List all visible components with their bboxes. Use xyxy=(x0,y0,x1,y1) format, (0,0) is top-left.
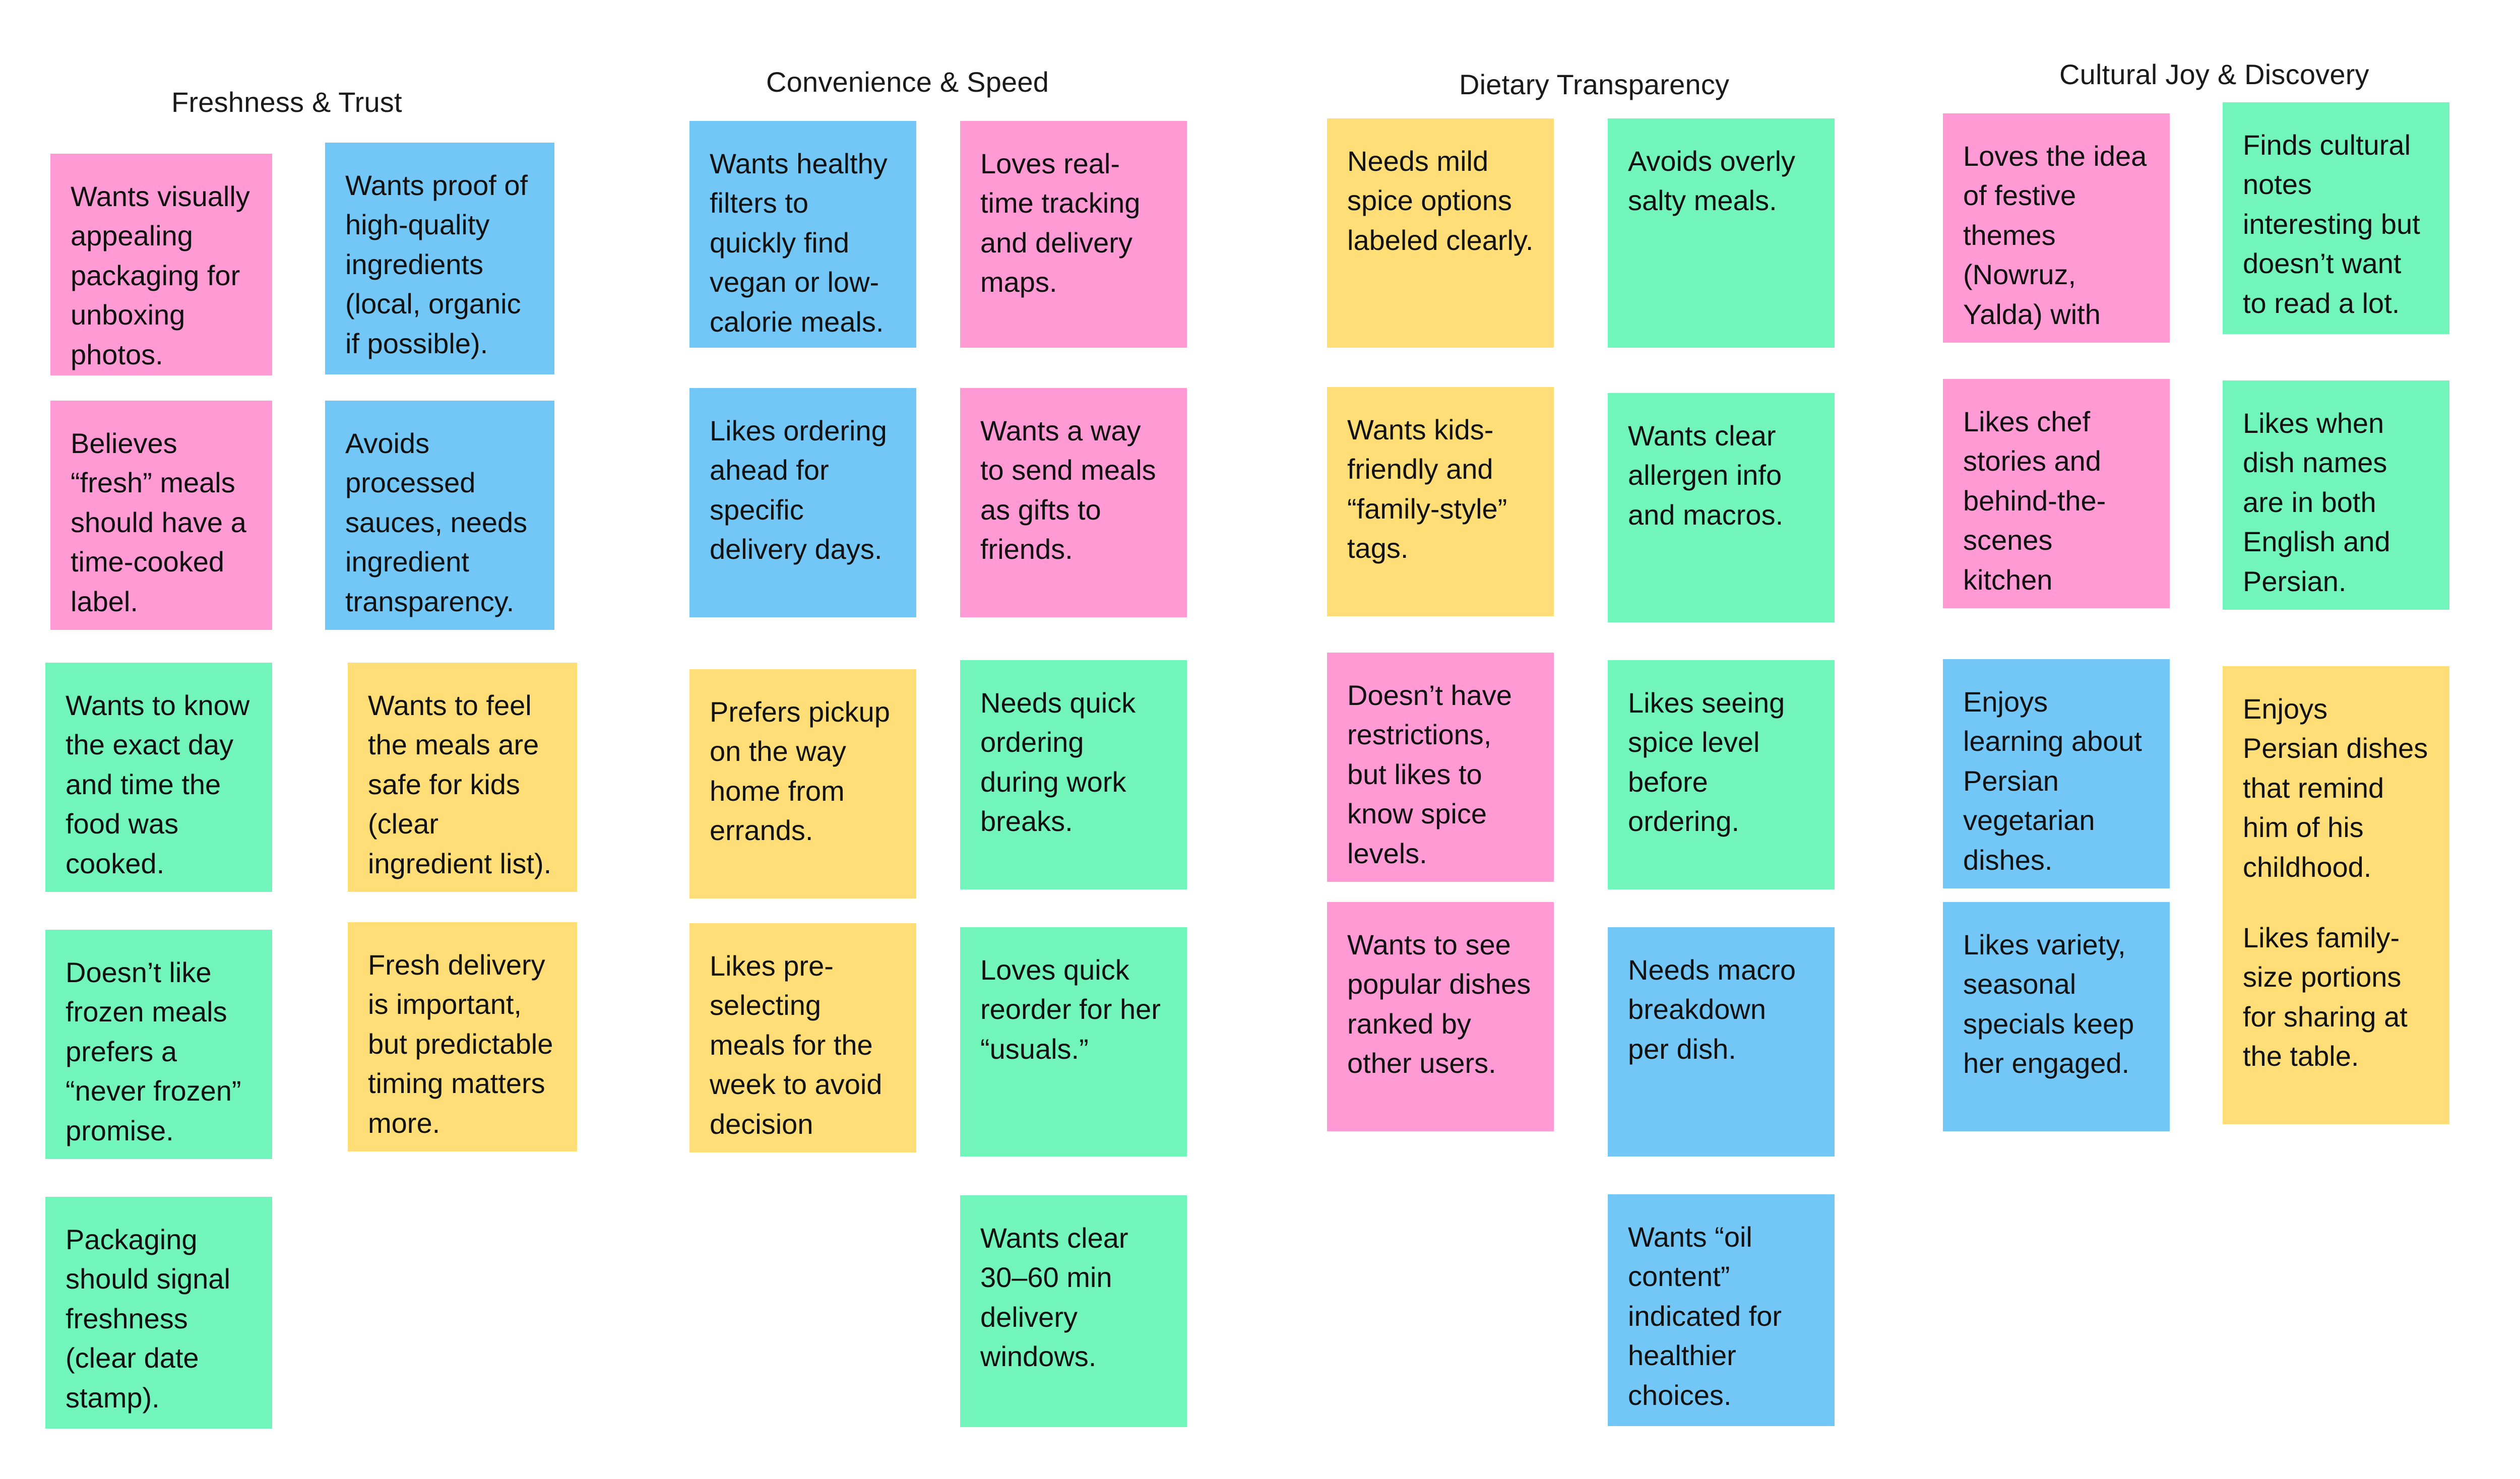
cluster-title-convenience-speed: Convenience & Speed xyxy=(766,66,1049,98)
sticky-note-text: Likes seeing spice level before ordering… xyxy=(1628,687,1793,838)
sticky-note-text: Enjoys Persian dishes that remind him of… xyxy=(2243,693,2436,883)
sticky-note[interactable]: Wants “oil content” indicated for health… xyxy=(1608,1194,1835,1426)
sticky-note-text: Needs quick ordering during work breaks. xyxy=(980,687,1144,838)
cluster-title-freshness-trust: Freshness & Trust xyxy=(171,86,402,118)
sticky-note[interactable]: Packaging should signal freshness (clear… xyxy=(45,1197,272,1429)
sticky-note[interactable]: Wants kids-friendly and “family-style” t… xyxy=(1327,387,1554,616)
sticky-note[interactable]: Likes when dish names are in both Englis… xyxy=(2223,380,2449,610)
sticky-note[interactable]: Finds cultural notes interesting but doe… xyxy=(2223,102,2449,334)
sticky-note[interactable]: Avoids processed sauces, needs ingredien… xyxy=(325,401,554,630)
sticky-note[interactable]: Wants to see popular dishes ranked by ot… xyxy=(1327,902,1554,1131)
sticky-note[interactable]: Likes family-size portions for sharing a… xyxy=(2223,895,2449,1124)
sticky-note-text: Loves quick reorder for her “usuals.” xyxy=(980,954,1169,1065)
sticky-note[interactable]: Needs macro breakdown per dish. xyxy=(1608,927,1835,1156)
sticky-note-text: Wants kids-friendly and “family-style” t… xyxy=(1347,414,1515,564)
sticky-note[interactable]: Likes pre-selecting meals for the week t… xyxy=(689,923,916,1152)
sticky-note-text: Fresh delivery is important, but predict… xyxy=(368,949,561,1139)
sticky-note-text: Packaging should signal freshness (clear… xyxy=(66,1224,238,1413)
sticky-note[interactable]: Loves real-time tracking and delivery ma… xyxy=(960,121,1187,348)
sticky-note-text: Prefers pickup on the way home from erra… xyxy=(710,696,898,847)
sticky-note[interactable]: Wants healthy filters to quickly find ve… xyxy=(689,121,916,348)
cluster-title-cultural-joy-discovery: Cultural Joy & Discovery xyxy=(2059,58,2369,90)
sticky-note[interactable]: Needs quick ordering during work breaks. xyxy=(960,660,1187,889)
sticky-note[interactable]: Loves quick reorder for her “usuals.” xyxy=(960,927,1187,1156)
sticky-note-text: Likes ordering ahead for specific delive… xyxy=(710,415,895,565)
sticky-note-text: Believes “fresh” meals should have a tim… xyxy=(71,427,255,617)
sticky-note-text: Needs macro breakdown per dish. xyxy=(1628,954,1804,1065)
sticky-note-text: Wants to know the exact day and time the… xyxy=(66,689,258,879)
sticky-note-text: Loves the idea of festive themes (Nowruz… xyxy=(1963,140,2147,343)
sticky-note[interactable]: Likes chef stories and behind-the-scenes… xyxy=(1943,379,2170,608)
sticky-note-text: Wants visually appealing packaging for u… xyxy=(71,180,258,370)
sticky-note-text: Likes chef stories and behind-the-scenes… xyxy=(1963,406,2106,608)
sticky-note-text: Finds cultural notes interesting but doe… xyxy=(2243,129,2428,319)
sticky-note[interactable]: Wants clear allergen info and macros. xyxy=(1608,393,1835,622)
sticky-note-text: Avoids processed sauces, needs ingredien… xyxy=(345,427,535,617)
sticky-note-text: Wants to see popular dishes ranked by ot… xyxy=(1347,929,1539,1079)
sticky-note[interactable]: Fresh delivery is important, but predict… xyxy=(348,922,577,1151)
sticky-note[interactable]: Believes “fresh” meals should have a tim… xyxy=(50,401,272,630)
sticky-note-text: Wants “oil content” indicated for health… xyxy=(1628,1221,1790,1411)
sticky-note[interactable]: Wants a way to send meals as gifts to fr… xyxy=(960,388,1187,617)
sticky-note[interactable]: Wants proof of high-quality ingredients … xyxy=(325,143,554,374)
sticky-note[interactable]: Likes ordering ahead for specific delive… xyxy=(689,388,916,617)
sticky-note-text: Doesn’t like frozen meals prefers a “nev… xyxy=(66,956,249,1146)
sticky-note-text: Wants healthy filters to quickly find ve… xyxy=(710,148,896,338)
sticky-note[interactable]: Wants to know the exact day and time the… xyxy=(45,663,272,892)
sticky-note[interactable]: Wants visually appealing packaging for u… xyxy=(50,154,272,375)
sticky-note[interactable]: Wants clear 30–60 min delivery windows. xyxy=(960,1195,1187,1427)
sticky-note-text: Loves real-time tracking and delivery ma… xyxy=(980,148,1148,298)
cluster-title-dietary-transparency: Dietary Transparency xyxy=(1459,69,1730,100)
sticky-note[interactable]: Avoids overly salty meals. xyxy=(1608,118,1835,348)
sticky-note[interactable]: Prefers pickup on the way home from erra… xyxy=(689,669,916,898)
sticky-note[interactable]: Needs mild spice options labeled clearly… xyxy=(1327,118,1554,348)
sticky-note-text: Wants proof of high-quality ingredients … xyxy=(345,169,536,359)
sticky-note-text: Needs mild spice options labeled clearly… xyxy=(1347,145,1534,256)
sticky-note[interactable]: Loves the idea of festive themes (Nowruz… xyxy=(1943,113,2170,343)
sticky-note-text: Enjoys learning about Persian vegetarian… xyxy=(1963,686,2150,876)
sticky-note-text: Likes family-size portions for sharing a… xyxy=(2243,922,2416,1072)
sticky-note-text: Wants to feel the meals are safe for kid… xyxy=(368,689,552,879)
sticky-note-text: Wants clear allergen info and macros. xyxy=(1628,420,1790,531)
sticky-note-text: Avoids overly salty meals. xyxy=(1628,145,1803,217)
sticky-note[interactable]: Likes variety, seasonal specials keep he… xyxy=(1943,902,2170,1131)
sticky-note-text: Likes pre-selecting meals for the week t… xyxy=(710,950,883,1152)
sticky-note-text: Likes variety, seasonal specials keep he… xyxy=(1963,929,2142,1079)
sticky-note[interactable]: Wants to feel the meals are safe for kid… xyxy=(348,663,577,892)
sticky-note[interactable]: Enjoys learning about Persian vegetarian… xyxy=(1943,659,2170,888)
sticky-note[interactable]: Enjoys Persian dishes that remind him of… xyxy=(2223,666,2449,895)
sticky-note[interactable]: Doesn’t have restrictions, but likes to … xyxy=(1327,653,1554,882)
sticky-note-text: Doesn’t have restrictions, but likes to … xyxy=(1347,679,1520,869)
sticky-note-text: Likes when dish names are in both Englis… xyxy=(2243,407,2399,597)
sticky-note[interactable]: Doesn’t like frozen meals prefers a “nev… xyxy=(45,930,272,1159)
sticky-note-text: Wants a way to send meals as gifts to fr… xyxy=(980,415,1164,565)
sticky-note[interactable]: Likes seeing spice level before ordering… xyxy=(1608,660,1835,889)
sticky-note-text: Wants clear 30–60 min delivery windows. xyxy=(980,1222,1137,1373)
